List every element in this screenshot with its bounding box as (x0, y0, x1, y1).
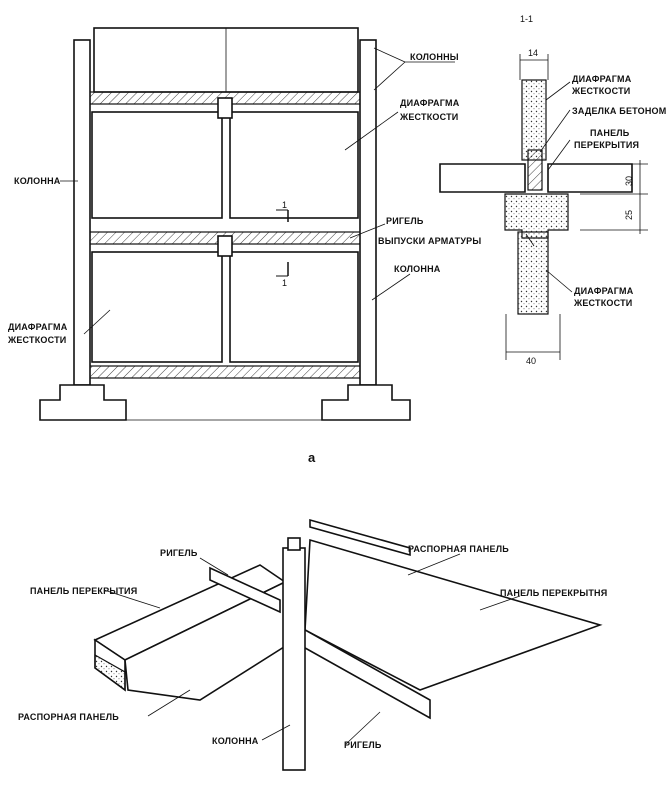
section-mark-lower: 1 (282, 278, 287, 288)
iso-rigel-back (209, 566, 281, 614)
section-label-diafragma-bottom-1: ДИАФРАГМА (574, 286, 634, 296)
section-upper-wall (521, 79, 547, 161)
section-lower-wall (517, 231, 549, 315)
iso-label-panel-left: ПАНЕЛЬ ПЕРЕКРЫТИЯ (30, 586, 137, 596)
section-mark-upper: 1 (282, 200, 287, 210)
dim-25: 25 (624, 210, 634, 220)
label-diafragma-upper-2: ЖЕСТКОСТИ (399, 112, 458, 122)
figure-label-a: а (308, 450, 316, 465)
label-kolonna-right: КОЛОННА (394, 264, 441, 274)
iso-left-edge-hatch (94, 653, 126, 692)
rigel-beam-bottom (87, 365, 371, 379)
iso-label-panel-right: ПАНЕЛЬ ПЕРЕКРЫТНЯ (500, 588, 607, 598)
isometric-drawing: РИГЕЛЬ РАСПОРНАЯ ПАНЕЛЬ ПАНЕЛЬ ПЕРЕКРЫТИ… (18, 518, 607, 771)
center-joint-top (217, 97, 233, 119)
section-label-diafragma-top-1: ДИАФРАГМА (572, 74, 632, 84)
dim-top: 14 (528, 48, 538, 58)
center-joint-middle (217, 235, 233, 257)
section-label-diafragma-top-2: ЖЕСТКОСТИ (571, 86, 630, 96)
iso-label-rigel-top: РИГЕЛЬ (160, 548, 198, 558)
iso-label-rigel-bottom: РИГЕЛЬ (344, 740, 382, 750)
section-rigel (504, 193, 569, 239)
label-vypuski: ВЫПУСКИ АРМАТУРЫ (378, 236, 481, 246)
iso-label-raspornaya-top: РАСПОРНАЯ ПАНЕЛЬ (408, 544, 509, 554)
diaphragm-panel-upper-right (229, 111, 359, 219)
section-floor-panel-left (439, 163, 526, 193)
iso-floor-panel-right (304, 538, 603, 691)
label-kolonny: КОЛОННЫ (410, 52, 459, 62)
diaphragm-panel-lower-right (229, 251, 359, 363)
dim-bottom: 40 (526, 356, 536, 366)
iso-raspornaya-right (309, 518, 411, 557)
section-floor-panel-right (547, 163, 633, 193)
column-left (73, 39, 91, 386)
diaphragm-panel-upper-left (91, 111, 223, 219)
section-label-panel-2: ПЕРЕКРЫТИЯ (574, 140, 639, 150)
section-label-zadelka: ЗАДЕЛКА БЕТОНОМ (572, 106, 666, 116)
section-grout (527, 149, 543, 191)
iso-column (282, 547, 306, 771)
foundation-right (321, 384, 411, 421)
foundation-left (39, 384, 127, 421)
label-kolonna-left: КОЛОННА (14, 176, 61, 186)
column-right (359, 39, 377, 386)
section-label-panel-1: ПАНЕЛЬ (590, 128, 630, 138)
elevation-leaders (60, 47, 455, 335)
label-diafragma-lower-1: ДИАФРАГМА (8, 322, 68, 332)
iso-label-kolonna: КОЛОННА (212, 736, 259, 746)
section-title: 1-1 (520, 14, 533, 24)
section-1-1-drawing: 1-1 14 40 30 25 (439, 14, 666, 366)
dim-30: 30 (624, 176, 634, 186)
label-diafragma-upper-1: ДИАФРАГМА (400, 98, 460, 108)
elevation-drawing: 1 1 КОЛОННЫ ДИАФРАГМА ЖЕСТКОСТИ КОЛОННА … (7, 27, 481, 465)
diaphragm-panel-lower-left (91, 251, 223, 363)
section-label-diafragma-bottom-2: ЖЕСТКОСТИ (573, 298, 632, 308)
iso-column-top (287, 537, 301, 551)
label-rigel: РИГЕЛЬ (386, 216, 424, 226)
iso-label-raspornaya-bottom: РАСПОРНАЯ ПАНЕЛЬ (18, 712, 119, 722)
label-diafragma-lower-2: ЖЕСТКОСТИ (7, 335, 66, 345)
